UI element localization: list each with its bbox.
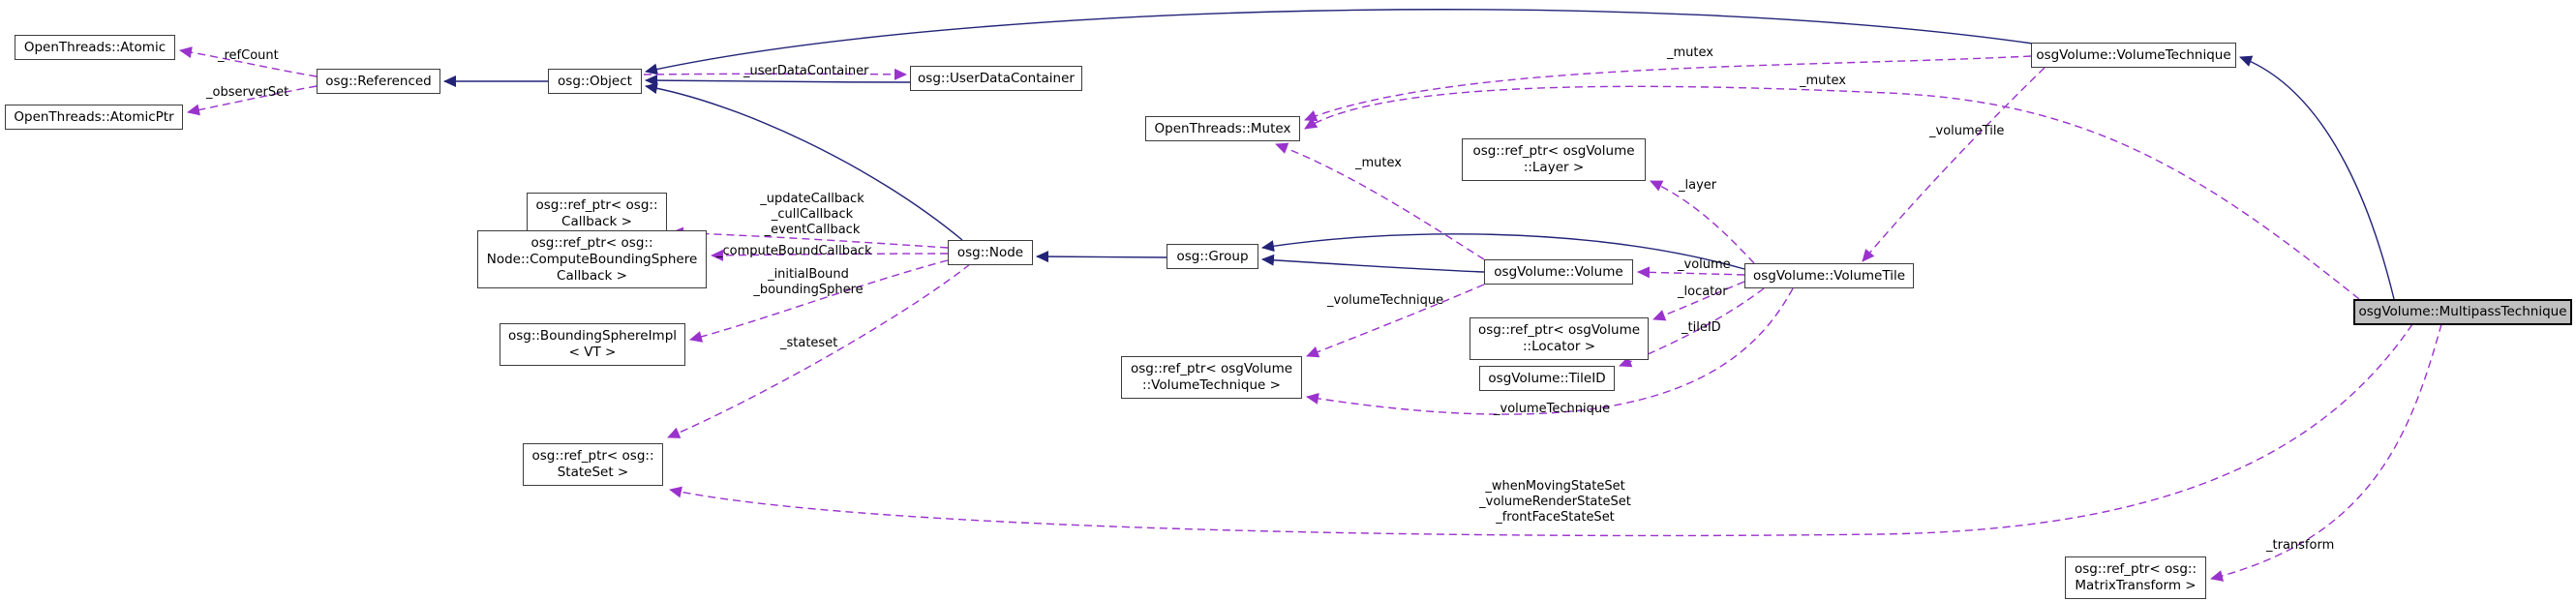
class-node-refptr-matrixtransform[interactable]: osg::ref_ptr< osg:: MatrixTransform > (2065, 556, 2206, 599)
class-node-osg-object[interactable]: osg::Object (548, 69, 642, 94)
edge-assoc-volumetechnique-from-volume (1306, 284, 1485, 358)
class-node-osgvolume-volume[interactable]: osgVolume::Volume (1484, 259, 1633, 285)
edge-label-stateset: _stateset (780, 336, 838, 350)
edge-assoc-observerset (187, 85, 318, 116)
edge-label-userdatacontainer: _userDataContainer (743, 64, 869, 78)
edge-assoc-mutex-from-volume (1275, 142, 1485, 260)
edge-label-node-callbacks: _updateCallback _cullCallback _eventCall… (760, 192, 864, 237)
edge-inherit-vtech-to-object (645, 9, 2034, 75)
class-node-osgvolume-multipasstechnique: osgVolume::MultipassTechnique (2353, 299, 2572, 325)
edge-label-volumetechnique-tile: _volumeTechnique (1494, 402, 1611, 416)
class-node-osg-node[interactable]: osg::Node (948, 240, 1033, 265)
edge-inherit-volumetile-to-group (1261, 233, 1745, 270)
edge-label-observerset: _observerSet (206, 85, 289, 100)
class-node-refptr-stateset[interactable]: osg::ref_ptr< osg:: StateSet > (523, 443, 663, 486)
edge-label-locator: _locator (1678, 285, 1728, 299)
edge-assoc-stateset (667, 263, 971, 438)
edge-assoc-computeboundcallback (711, 249, 949, 261)
edge-inherit-node-to-object (645, 82, 963, 241)
edge-assoc-mutex-from-multipass (1304, 85, 2360, 300)
edge-label-volumetechnique-volume: _volumeTechnique (1327, 293, 1444, 308)
edge-assoc-multipass-statesets (669, 323, 2413, 537)
class-node-refptr-computeboundingspherecallback[interactable]: osg::ref_ptr< osg:: Node::ComputeBoundin… (477, 230, 707, 288)
class-node-boundingsphereimpl[interactable]: osg::BoundingSphereImpl < VT > (500, 323, 685, 366)
edge-inherit-multipass-to-vtech (2239, 55, 2395, 300)
class-node-osgvolume-volumetile[interactable]: osgVolume::VolumeTile (1744, 263, 1914, 288)
class-node-refptr-layer[interactable]: osg::ref_ptr< osgVolume ::Layer > (1462, 138, 1646, 181)
class-node-refptr-locator[interactable]: osg::ref_ptr< osgVolume ::Locator > (1470, 317, 1649, 360)
class-node-osg-userdatacontainer[interactable]: osg::UserDataContainer (910, 66, 1082, 91)
class-node-openthreads-atomicptr[interactable]: OpenThreads::AtomicPtr (5, 105, 183, 130)
edge-assoc-bounds (689, 259, 949, 343)
edge-label-tileid: _tileID (1682, 320, 1721, 335)
edge-label-computeboundcallback: _computeBoundCallback (716, 244, 872, 258)
edge-assoc-volumetile-ref (1862, 67, 2046, 262)
edge-label-mutex-multipass: _mutex (1800, 74, 1846, 88)
edge-assoc-transform (2210, 323, 2442, 582)
edge-label-multipass-statesets: _whenMovingStateSet _volumeRenderStateSe… (1479, 479, 1631, 525)
class-node-osgvolume-volumetechnique[interactable]: osgVolume::VolumeTechnique (2031, 43, 2236, 68)
edge-label-volume: _volume (1678, 257, 1731, 272)
edge-inherit-volume-to-group (1261, 254, 1485, 273)
edge-inherit-udc-to-object (645, 75, 911, 87)
edge-label-refcount: _refCount (218, 48, 279, 63)
edge-assoc-node-callbacks (671, 226, 949, 249)
edge-assoc-volumetechnique-from-tile (1306, 287, 1794, 415)
edge-assoc-layer (1650, 180, 1755, 264)
class-node-osg-group[interactable]: osg::Group (1167, 244, 1258, 269)
edge-assoc-volume-ref (1637, 266, 1745, 279)
class-node-osg-referenced[interactable]: osg::Referenced (317, 69, 440, 94)
class-node-osgvolume-tileid[interactable]: osgVolume::TileID (1479, 366, 1615, 391)
edge-assoc-mutex-from-vtech (1304, 55, 2032, 122)
edge-label-mutex-vtech: _mutex (1667, 45, 1713, 60)
class-node-refptr-volumetechnique[interactable]: osg::ref_ptr< osgVolume ::VolumeTechniqu… (1121, 356, 1302, 399)
edge-inherit-group-to-node (1036, 251, 1167, 263)
edge-label-layer: _layer (1679, 178, 1717, 193)
edge-assoc-userdatacontainer (643, 68, 907, 80)
edge-assoc-refcount (179, 46, 318, 77)
class-node-openthreads-atomic[interactable]: OpenThreads::Atomic (15, 35, 175, 60)
class-node-openthreads-mutex[interactable]: OpenThreads::Mutex (1145, 116, 1300, 141)
class-node-refptr-callback[interactable]: osg::ref_ptr< osg:: Callback > (527, 193, 667, 235)
edge-label-bounds: _initialBound _boundingSphere (753, 267, 864, 297)
edge-label-volumetile: _volumeTile (1929, 124, 2005, 138)
edge-label-transform: _transform (2266, 538, 2335, 553)
edge-label-mutex-volume: _mutex (1355, 156, 1402, 170)
